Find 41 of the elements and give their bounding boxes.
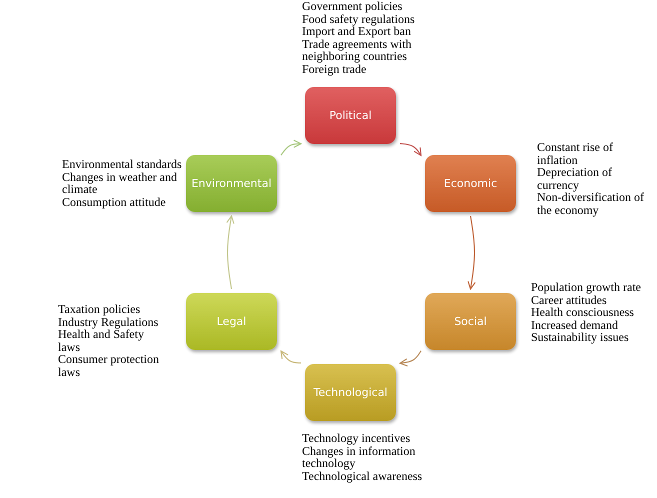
factor-item: Health consciousness [531, 306, 635, 318]
factor-item: Government policies [302, 0, 404, 12]
factor-item: Sustainability issues [531, 331, 630, 344]
category-box [425, 155, 516, 212]
factor-item: Foreign trade [302, 62, 368, 75]
factor-item: Environmental standards [62, 158, 182, 170]
factor-item: Increased demand [531, 318, 619, 331]
factor-item: Career attitudes [531, 294, 607, 306]
arrow [226, 215, 234, 290]
factor-item: Technological awareness [302, 470, 424, 482]
arrow [400, 143, 422, 156]
category-label: Environmental [191, 177, 272, 190]
factor-item: Constant rise of inflation [537, 141, 614, 166]
arrow [399, 350, 422, 367]
arrow [280, 140, 302, 156]
factor-item: Technology incentives [302, 432, 412, 444]
factor-item: Industry Regulations [58, 316, 160, 328]
factor-item: Population growth rate [531, 281, 642, 294]
category-label: Legal [216, 315, 246, 328]
category-label: Economic [444, 177, 498, 190]
factor-item: Trade agreements with neighboring countries [302, 38, 413, 62]
category-box [186, 293, 277, 350]
category-box [305, 364, 396, 421]
factor-item: Health and Safety laws [58, 328, 144, 353]
factor-item: Consumption attitude [62, 196, 167, 208]
category-label: Technological [313, 386, 388, 399]
factor-item: Food safety regulations [302, 12, 416, 25]
category-box [305, 87, 396, 144]
category-box [425, 293, 516, 350]
factor-item: Changes in weather and climate [62, 170, 178, 196]
factor-item: Changes in information technology [302, 444, 416, 470]
arrow [468, 216, 476, 290]
factor-item: Depreciation of currency [537, 166, 612, 191]
category-box [186, 155, 277, 212]
factor-item: Non-diversification of the economy [537, 191, 645, 216]
category-label: Political [329, 109, 372, 122]
factor-item: Taxation policies [58, 303, 142, 316]
factor-item: Import and Export ban [302, 25, 411, 38]
category-label: Social [454, 315, 487, 328]
factor-item: Consumer protection laws [58, 353, 160, 378]
arrow [280, 350, 302, 364]
